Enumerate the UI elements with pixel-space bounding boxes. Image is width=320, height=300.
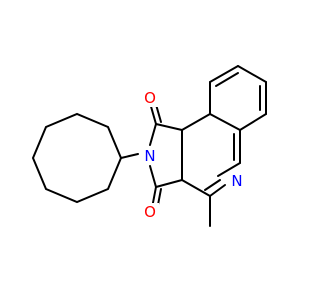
c4-fragment xyxy=(181,179,226,227)
bond-c5a-n xyxy=(217,162,241,177)
bond-c9-c8 xyxy=(209,65,239,83)
bond-c8-c7 xyxy=(237,65,267,83)
cyclooctane xyxy=(31,112,123,204)
bond-c9-c8-inner xyxy=(215,72,239,87)
atom-o-bottom: O xyxy=(144,203,156,221)
atom-labels: O N O N xyxy=(141,89,246,221)
molecule-diagram: O N O N xyxy=(31,65,267,227)
bond-c4-n5-double xyxy=(204,179,221,191)
bond-n-c3 xyxy=(149,165,157,188)
mask-o1 xyxy=(141,89,159,107)
mask-n2 xyxy=(228,173,246,191)
bond-c4-n5 xyxy=(209,184,226,197)
structure-canvas: O N O N xyxy=(31,65,267,227)
atom-n-quinoline: N xyxy=(231,172,242,190)
atom-n-imide: N xyxy=(144,147,155,165)
imide-ring xyxy=(149,123,183,188)
bond-c9a-c4a xyxy=(209,113,241,131)
bond-n-c1b xyxy=(149,123,157,146)
bond-c9b-c9a xyxy=(181,113,211,131)
bond-c3-c3a xyxy=(155,179,183,188)
n-cyclooctyl-bond xyxy=(120,153,139,159)
atom-o-top: O xyxy=(144,89,156,107)
bond-c1-c9b xyxy=(155,123,183,131)
benzo-ring xyxy=(209,65,267,131)
mask-n1 xyxy=(141,147,159,165)
cyclooctyl-ring xyxy=(31,112,123,204)
mask-o2 xyxy=(141,203,159,221)
bond-c6-c5a xyxy=(239,113,267,131)
pyridine-ring xyxy=(181,113,241,177)
bond-c3a-c4 xyxy=(181,179,211,197)
